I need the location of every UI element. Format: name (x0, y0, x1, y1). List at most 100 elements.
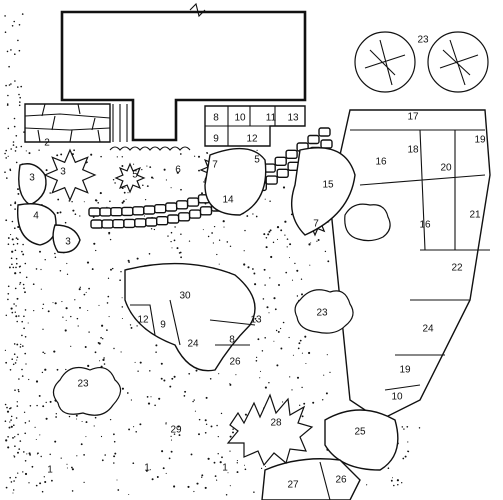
stipple-dot (120, 351, 122, 353)
label: 26 (335, 475, 347, 486)
stipple-dot (202, 229, 204, 231)
stipple-dot (103, 357, 105, 359)
stipple-dot (106, 329, 108, 331)
stipple-dot (282, 401, 284, 403)
stipple-dot (165, 423, 167, 425)
stipple-dot (84, 346, 87, 348)
label: 23 (417, 35, 429, 46)
stipple-dot (6, 103, 9, 105)
stipple-dot (113, 433, 115, 436)
stipple-dot (112, 178, 115, 181)
break-mark (189, 2, 206, 18)
stipple-dot (5, 149, 7, 152)
stipple-dot (151, 478, 154, 481)
stipple-dot (279, 327, 282, 330)
central-beds (124, 147, 356, 372)
stipple-dot (106, 302, 109, 304)
stipple-dot (36, 453, 38, 455)
stipple-dot (85, 436, 87, 438)
stipple-dot (5, 361, 7, 364)
stipple-dot (45, 169, 48, 172)
stipple-dot (180, 188, 182, 191)
stipple-dot (24, 422, 27, 424)
stepping-stone (155, 215, 169, 226)
stipple-dot (88, 331, 90, 333)
stipple-dot (225, 493, 228, 496)
stipple-dot (122, 200, 125, 203)
stipple-dot (32, 283, 35, 286)
stipple-dot (44, 259, 46, 261)
steps (112, 104, 128, 142)
stipple-dot (93, 242, 96, 245)
stipple-dot (282, 321, 285, 324)
stipple-dot (7, 285, 10, 288)
stepping-stone (121, 206, 134, 217)
stipple-dot (47, 310, 50, 313)
stipple-dot (217, 436, 219, 438)
stipple-dot (13, 227, 16, 230)
stipple-dot (144, 198, 147, 201)
stipple-dot (8, 65, 10, 68)
stipple-dot (193, 155, 196, 157)
stipple-dot (5, 84, 7, 87)
stipple-dot (23, 287, 25, 290)
stipple-dot (42, 351, 44, 354)
stipple-dot (121, 297, 123, 299)
stipple-dot (218, 263, 220, 265)
stipple-dot (28, 482, 30, 484)
stipple-dot (65, 307, 68, 310)
stipple-dot (205, 423, 208, 426)
stipple-dot (113, 440, 116, 443)
stipple-dot (229, 450, 231, 452)
stipple-dot (255, 356, 258, 359)
stipple-dot (127, 259, 130, 262)
stipple-dot (44, 368, 47, 371)
stipple-dot (229, 382, 231, 385)
stipple-dot (301, 415, 304, 418)
stipple-dot (5, 486, 8, 489)
stipple-dot (107, 277, 110, 279)
stipple-dot (206, 152, 208, 154)
stipple-dot (113, 347, 115, 350)
edging (109, 146, 191, 151)
stipple-dot (401, 482, 403, 484)
stipple-dot (39, 250, 41, 253)
stipple-dot (121, 306, 124, 308)
stipple-dot (38, 149, 40, 151)
stipple-dot (21, 13, 24, 15)
stipple-dot (179, 153, 182, 155)
label: 13 (250, 315, 262, 326)
stone-terrace (24, 103, 128, 143)
stipple-dot (14, 80, 16, 82)
stipple-dot (261, 350, 264, 352)
stipple-dot (18, 93, 20, 96)
stipple-dot (264, 386, 267, 389)
stipple-dot (8, 84, 11, 86)
stipple-dot (13, 480, 15, 482)
stipple-dot (7, 94, 9, 97)
stipple-dot (243, 464, 246, 466)
label: 25 (354, 427, 366, 438)
stipple-dot (119, 279, 121, 282)
stepping-stone (90, 219, 103, 229)
stipple-dot (160, 362, 163, 365)
label: 6 (175, 165, 181, 176)
stipple-dot (173, 375, 176, 378)
stipple-dot (10, 481, 13, 483)
stepping-stone (134, 218, 147, 228)
stipple-dot (15, 266, 17, 269)
label: 7 (212, 160, 218, 171)
house-outline (60, 10, 307, 142)
stipple-dot (178, 252, 181, 254)
stepping-stone (199, 206, 213, 216)
stipple-dot (42, 405, 45, 408)
stipple-dot (22, 345, 24, 347)
terrace-stones (24, 103, 111, 143)
stipple-dot (244, 229, 246, 232)
stipple-dot (260, 467, 263, 470)
stipple-dot (45, 401, 47, 404)
label: 28 (270, 418, 282, 429)
stipple-dot (128, 493, 130, 496)
stipple-dot (149, 370, 151, 372)
